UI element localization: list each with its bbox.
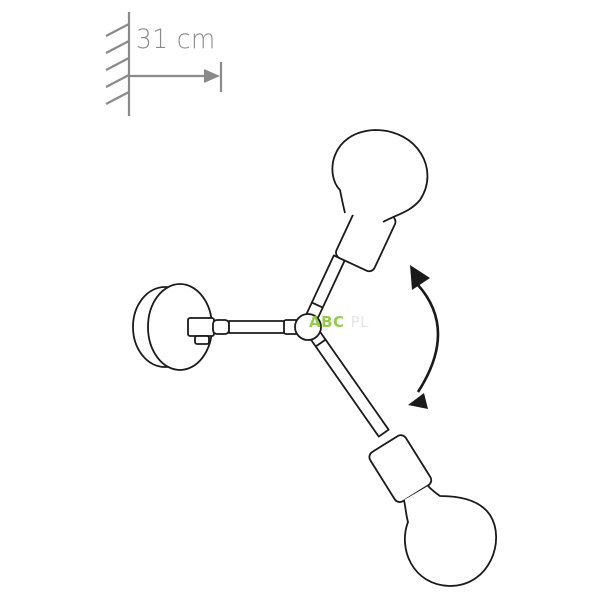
joint — [294, 313, 322, 341]
watermark-faint: PL — [350, 313, 369, 331]
watermark-main: ABC — [309, 313, 345, 331]
watermark: ABC PL — [309, 313, 369, 331]
wall-hatch-icon — [105, 12, 131, 116]
double-curved-arrow-icon — [408, 265, 440, 409]
arrow-right-icon — [129, 62, 223, 92]
dimension-label: 31 cm — [136, 24, 216, 55]
wall-lamp-two-bulb-icon — [132, 129, 498, 587]
